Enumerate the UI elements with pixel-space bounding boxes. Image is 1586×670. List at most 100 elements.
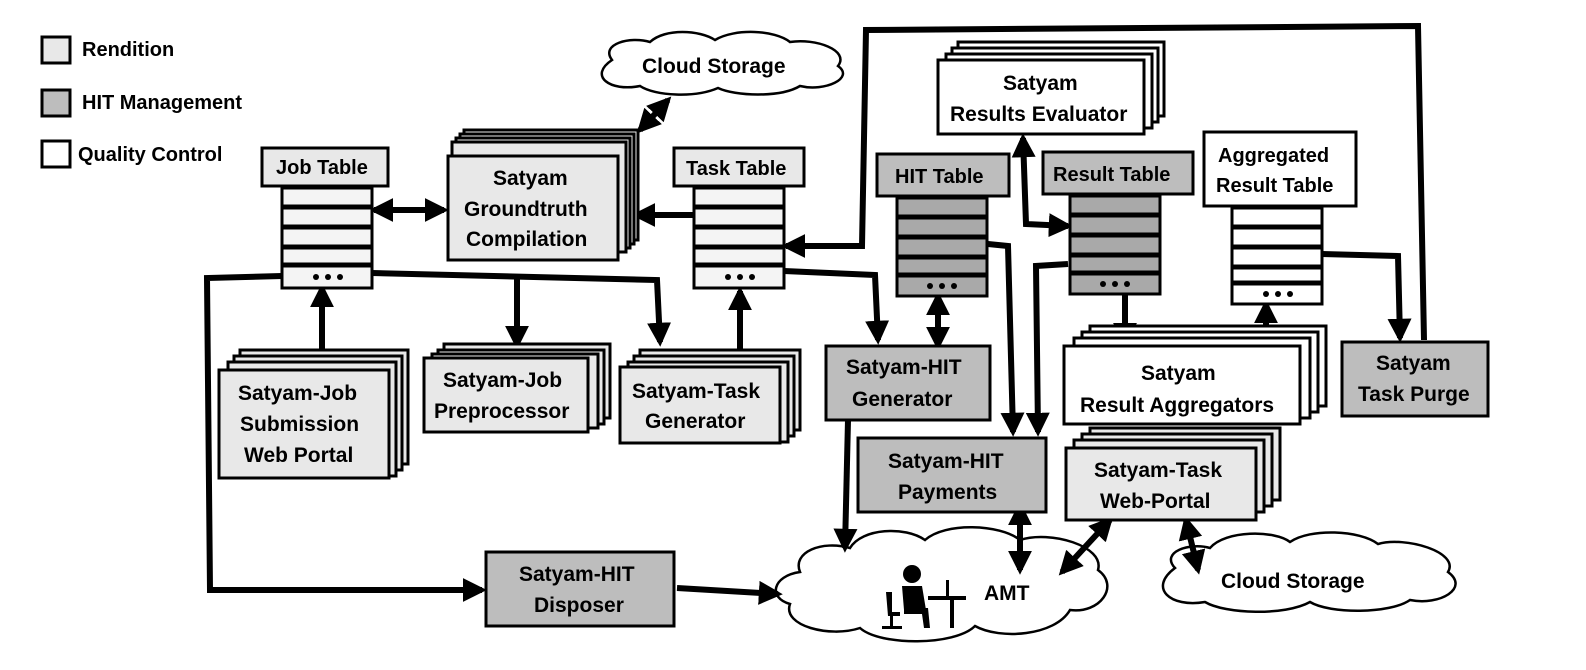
person-at-laptop-icon: [882, 565, 966, 629]
table-row: [1230, 266, 1324, 284]
ellipsis-icon: [313, 274, 343, 280]
task-generator-label-line2: Generator: [645, 410, 745, 433]
arrow-disposer-amt: [676, 580, 783, 605]
result-table-title: Result Table: [1053, 164, 1170, 186]
cloud-amt: AMT: [774, 526, 1109, 643]
line-jobtable-disposer: [203, 273, 487, 602]
arrow-webportal-cloudstorage: [1178, 515, 1206, 575]
hit-table: HIT Table: [875, 152, 1011, 298]
table-row: [1068, 194, 1162, 216]
job-portal-label-line1: Satyam-Job: [238, 382, 357, 405]
table-row: [280, 186, 374, 208]
evaluator-label-line2: Results Evaluator: [950, 103, 1127, 126]
task-generator-label-line1: Satyam-Task: [632, 380, 760, 403]
preprocessor-label-line1: Satyam-Job: [443, 369, 562, 392]
line-hittable-payments: [987, 241, 1025, 437]
hit-payments-label-line2: Payments: [898, 481, 997, 504]
job-table-title: Job Table: [276, 157, 368, 179]
ellipsis-icon: [1100, 281, 1130, 287]
ellipsis-icon: [927, 283, 957, 289]
results-evaluator-box: Satyam Results Evaluator: [936, 40, 1166, 136]
table-row: [1230, 226, 1324, 248]
hit-disposer-box: Satyam-HIT Disposer: [484, 550, 676, 628]
cloud-storage-bottom-label: Cloud Storage: [1221, 570, 1365, 593]
job-preprocessor-box: Satyam-Job Preprocessor: [422, 342, 612, 434]
legend-label-hit-management: HIT Management: [82, 92, 242, 114]
legend-swatch-hit-management: [40, 88, 72, 118]
hit-payments-box: Satyam-HIT Payments: [856, 436, 1048, 514]
arrow-webportal-amt: [1058, 516, 1114, 576]
hit-payments-label-line1: Satyam-HIT: [888, 450, 1004, 473]
webportal-label-line1: Satyam-Task: [1094, 459, 1222, 482]
groundtruth-label-line2: Groundtruth: [464, 198, 588, 221]
table-row: [1068, 234, 1162, 256]
table-row: [895, 196, 989, 218]
task-purge-label-line1: Satyam: [1376, 352, 1451, 375]
job-portal-label-line3: Web Portal: [244, 444, 353, 467]
table-row: [895, 256, 989, 276]
line-purge-tasktable: [781, 22, 1427, 341]
line-tasktable-hitgenerator: [783, 268, 890, 345]
task-webportal-box: Satyam-Task Web-Portal: [1064, 426, 1282, 522]
job-submission-portal-box: Satyam-Job Submission Web Portal: [217, 348, 410, 480]
cloud-storage-bottom: Cloud Storage: [1161, 531, 1457, 613]
job-table-header: [260, 146, 390, 188]
hit-table-title: HIT Table: [895, 166, 984, 188]
table-row: [280, 246, 374, 266]
task-table-title: Task Table: [686, 158, 786, 180]
task-table-header: [672, 146, 806, 188]
cloud-amt-label: AMT: [984, 582, 1030, 605]
task-purge-label-line2: Task Purge: [1358, 383, 1470, 406]
result-aggregators-box: Satyam Result Aggregators: [1062, 324, 1328, 426]
aggregators-label-line2: Result Aggregators: [1080, 394, 1274, 417]
aggregated-table-title-line1: Aggregated: [1218, 145, 1329, 167]
line-resulttable-payments: [1025, 261, 1069, 437]
hit-generator-label-line1: Satyam-HIT: [846, 356, 962, 379]
cloud-storage-top: Cloud Storage: [600, 30, 845, 96]
line-resulttable-evaluator: [1011, 133, 1073, 238]
cloud-storage-top-label: Cloud Storage: [642, 55, 786, 78]
table-row: [692, 186, 786, 208]
aggregators-label-line1: Satyam: [1141, 362, 1216, 385]
webportal-label-line2: Web-Portal: [1100, 490, 1210, 513]
preprocessor-label-line2: Preprocessor: [434, 400, 569, 423]
legend-label-rendition: Rendition: [82, 39, 174, 61]
table-row: [1068, 214, 1162, 236]
legend-swatch-rendition: [40, 35, 72, 65]
task-generator-box: Satyam-Task Generator: [618, 348, 802, 445]
table-row: [1230, 246, 1324, 268]
result-table: Result Table: [1041, 150, 1195, 296]
table-row: [895, 236, 989, 258]
table-row: [1230, 206, 1324, 228]
aggregated-result-table: Aggregated Result Table: [1202, 130, 1358, 306]
result-table-header: [1041, 150, 1195, 196]
ellipsis-icon: [1263, 291, 1293, 297]
groundtruth-label-line3: Compilation: [466, 228, 587, 251]
groundtruth-compilation-box: Satyam Groundtruth Compilation: [446, 128, 640, 262]
job-table: Job Table: [260, 146, 390, 290]
line-hitgenerator-amt: [833, 419, 858, 553]
table-row: [280, 206, 374, 228]
legend: Rendition HIT Management Quality Control: [40, 35, 242, 169]
table-row: [895, 216, 989, 238]
groundtruth-label-line1: Satyam: [493, 167, 568, 190]
ellipsis-icon: [725, 274, 755, 280]
task-purge-box: Satyam Task Purge: [1340, 340, 1490, 418]
arrow-groundtruth-cloudstorage: [636, 96, 672, 134]
table-row: [692, 246, 786, 266]
hit-disposer-label-line1: Satyam-HIT: [519, 563, 635, 586]
legend-label-quality-control: Quality Control: [78, 144, 222, 166]
table-row: [1068, 254, 1162, 274]
hit-generator-box: Satyam-HIT Generator: [824, 344, 992, 422]
table-row: [692, 206, 786, 228]
hit-table-header: [875, 152, 1011, 198]
table-row: [280, 226, 374, 248]
table-row: [692, 226, 786, 248]
hit-disposer-label-line2: Disposer: [534, 594, 624, 617]
legend-swatch-quality-control: [40, 139, 72, 169]
task-table: Task Table: [672, 146, 806, 290]
aggregated-table-header: [1202, 130, 1358, 208]
aggregated-table-title-line2: Result Table: [1216, 175, 1333, 197]
line-jobtable-bus: [371, 270, 672, 347]
